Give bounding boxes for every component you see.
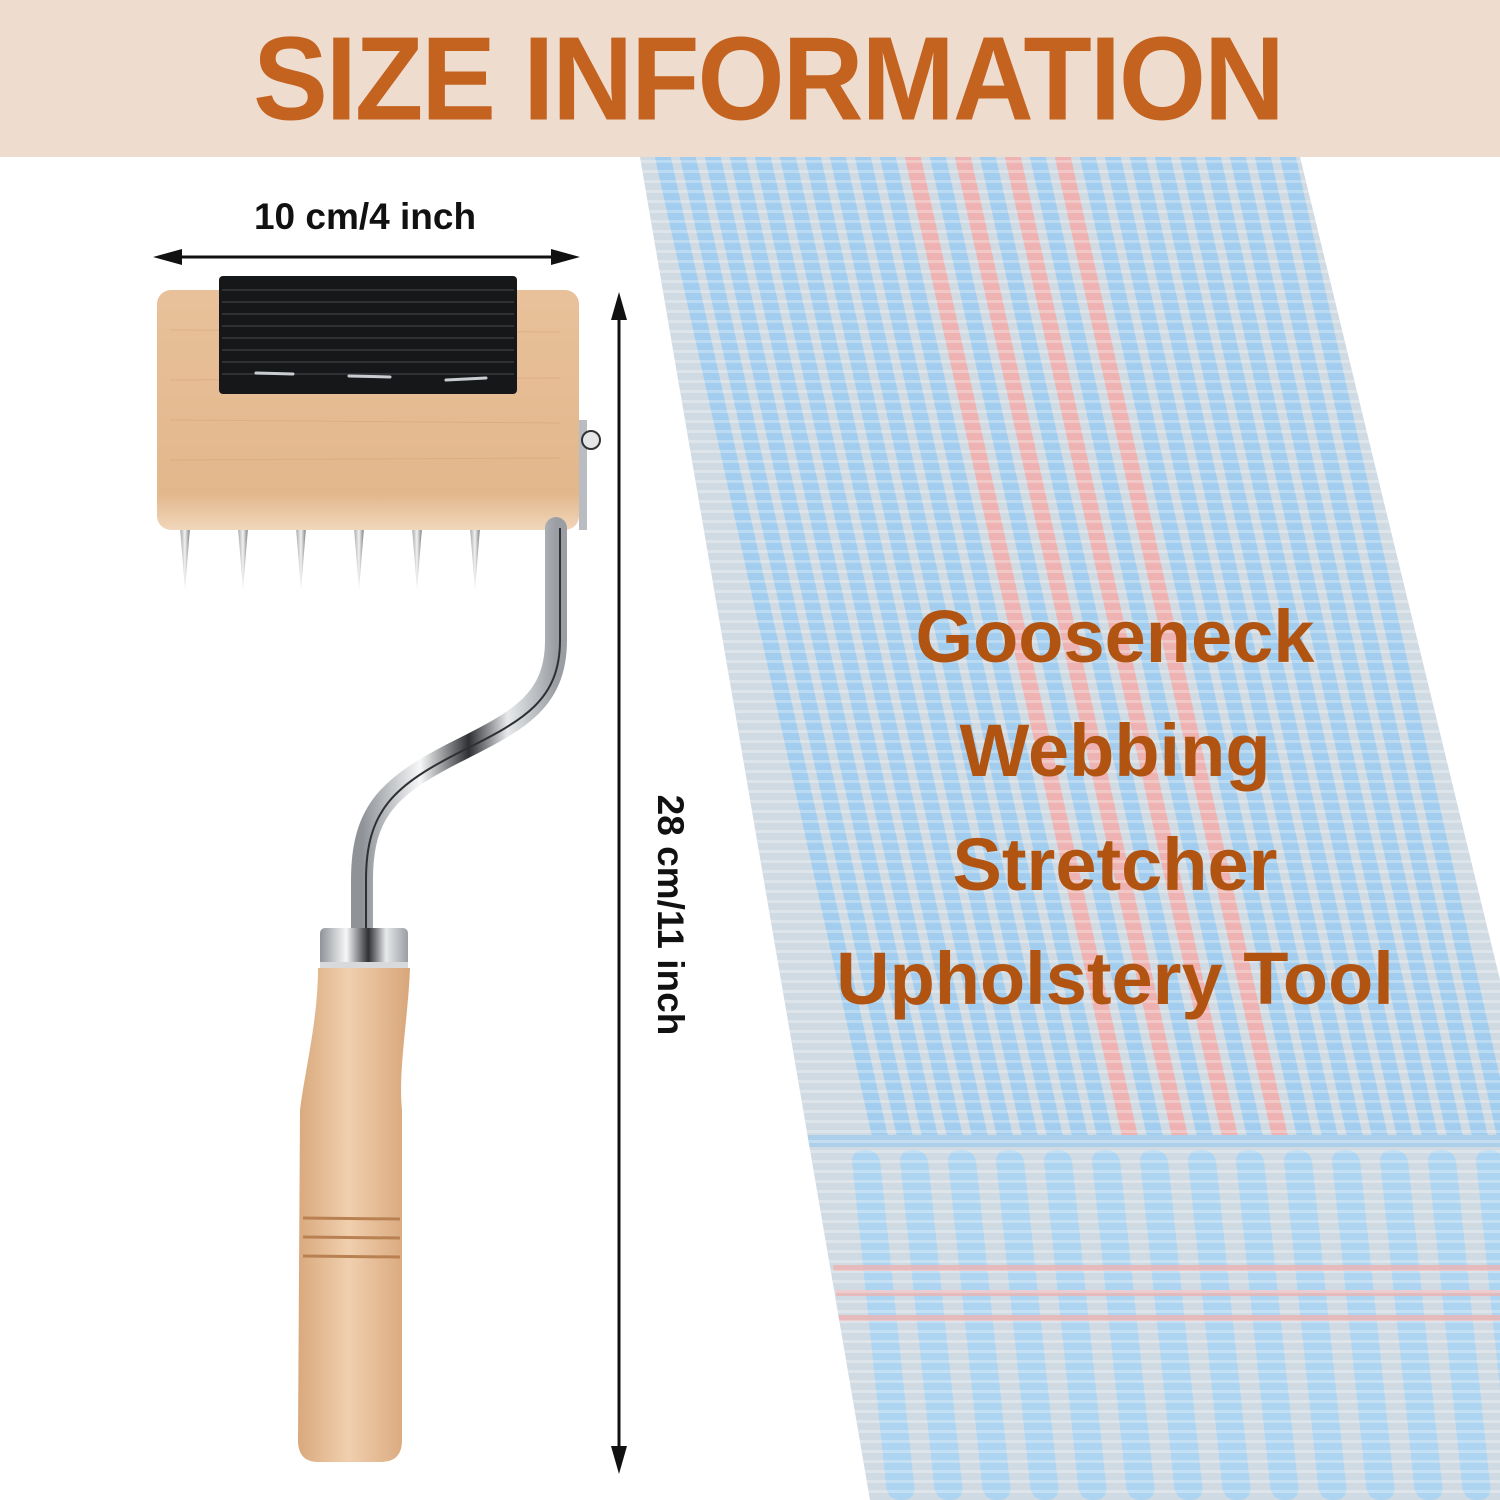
height-dimension-arrow [611, 292, 627, 1474]
product-name: Gooseneck Webbing Stretcher Upholstery T… [780, 580, 1450, 1036]
page-title: SIZE INFORMATION [253, 11, 1285, 145]
width-dimension-label: 10 cm/4 inch [253, 196, 477, 237]
product-name-line-3: Stretcher [952, 823, 1278, 906]
steel-pins [180, 528, 480, 590]
product-name-line-1: Gooseneck [915, 595, 1315, 678]
header-banner: SIZE INFORMATION [0, 0, 1500, 157]
height-dimension-text: 28 cm/11 inch [650, 794, 691, 1036]
width-dimension-arrow [153, 249, 580, 265]
product-name-line-2: Webbing [959, 709, 1271, 792]
product-name-line-4: Upholstery Tool [836, 937, 1394, 1020]
